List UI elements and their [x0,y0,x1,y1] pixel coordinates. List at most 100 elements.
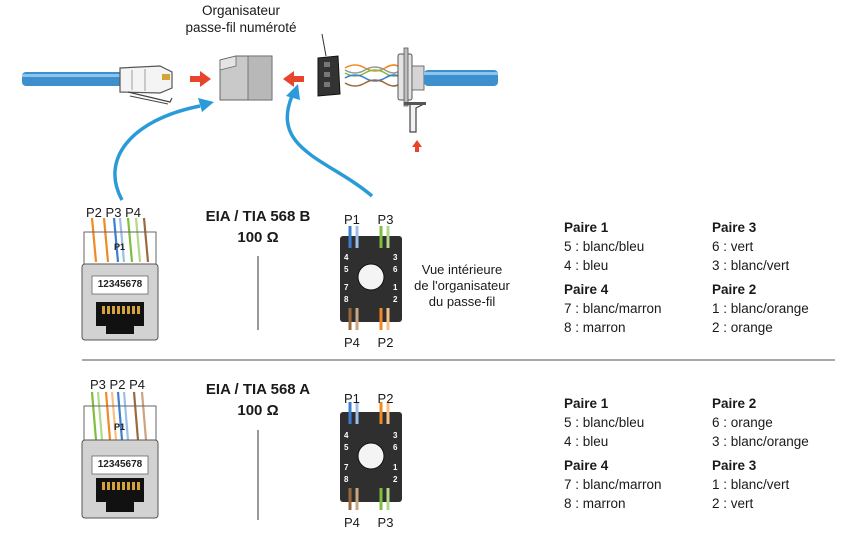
pair-b-2: Paire 3 6 : vert 3 : blanc/vert [712,218,789,275]
pair-a-3-line-2: 8 : marron [564,496,626,511]
view-caption-line-1: Vue intérieure [421,262,503,277]
organizer-b-top-labels: P1 P3 [344,211,393,228]
pair-b-1: Paire 1 5 : blanc/bleu 4 : bleu [564,218,644,275]
organizer-label: Organisateur passe-fil numéroté [176,2,306,36]
keystone-jack [219,55,273,101]
svg-text:3: 3 [393,253,398,262]
right-cable [424,70,498,86]
pair-b-4-line-2: 2 : orange [712,320,773,335]
pair-b-1-line-2: 4 : bleu [564,258,609,273]
pair-a-3-title: Paire 4 [564,458,609,473]
svg-text:8: 8 [344,475,349,484]
pair-b-3-line-1: 7 : blanc/marron [564,301,662,316]
jack-b-pair-labels: P2 P3 P4 [86,204,141,221]
svg-text:4: 4 [344,253,349,262]
organizer-a-bottom-labels: P4 P3 [344,514,393,531]
pair-a-4-title: Paire 3 [712,458,757,473]
jack-b-number-strip: 12345678 [97,279,143,290]
jack-b-illustration [81,217,159,341]
pair-a-1: Paire 1 5 : blanc/bleu 4 : bleu [564,394,644,451]
pair-b-3-title: Paire 4 [564,282,609,297]
standard-b-title: EIA / TIA 568 B [205,208,311,225]
svg-text:7: 7 [344,463,349,472]
pair-b-4: Paire 2 1 : blanc/orange 2 : orange [712,280,809,337]
organizer-a-top-label-2: P2 [377,391,394,406]
jack-b-pair-label-2: P3 [105,205,122,220]
svg-text:3: 3 [393,431,398,440]
svg-text:6: 6 [393,443,398,452]
impedance-a: 100 Ω [237,402,279,419]
svg-text:2: 2 [393,475,398,484]
svg-text:4: 4 [344,431,349,440]
pair-a-4: Paire 3 1 : blanc/vert 2 : vert [712,456,789,513]
arrow-right-icon [190,71,211,87]
svg-text:7: 7 [344,283,349,292]
organizer-b-bottom-label-1: P4 [344,335,360,350]
svg-text:6: 6 [393,265,398,274]
organizer-b-bottom-label-2: P2 [377,335,394,350]
pair-a-4-line-2: 2 : vert [712,496,754,511]
pair-b-3: Paire 4 7 : blanc/marron 8 : marron [564,280,662,337]
pair-b-3-line-2: 8 : marron [564,320,626,335]
view-caption-line-3: du passe-fil [428,294,496,309]
twisted-wires [344,64,401,87]
pair-a-3: Paire 4 7 : blanc/marron 8 : marron [564,456,662,513]
rj45-plug [119,65,173,105]
curve-arrow-jack [113,98,214,201]
jack-a-pair-label-2: P2 [109,377,126,392]
jack-b-pair-label-3: P4 [125,205,141,220]
pair-b-2-title: Paire 3 [712,220,757,235]
arrow-up-icon [412,140,422,152]
svg-text:5: 5 [344,265,349,274]
pair-b-2-line-2: 3 : blanc/vert [712,258,790,273]
arrow-left-icon [283,71,304,87]
pair-a-3-line-1: 7 : blanc/marron [564,477,662,492]
organizer-a-bottom-label-2: P3 [377,515,394,530]
pair-b-1-line-1: 5 : blanc/bleu [564,239,645,254]
cable-gland [397,47,425,107]
jack-a-pair-label-3: P4 [129,377,145,392]
pair-a-1-title: Paire 1 [564,396,609,411]
jack-b-p1-label: P1 [114,242,126,252]
jack-a-pair-label-1: P3 [90,377,106,392]
organizer-label-line-2: passe-fil numéroté [185,20,297,35]
pair-b-1-title: Paire 1 [564,220,609,235]
pair-a-4-line-1: 1 : blanc/vert [712,477,790,492]
organizer-part [317,33,341,97]
organizer-b-bottom-labels: P4 P2 [344,334,393,351]
curve-arrow-organizer [285,84,374,198]
impedance-b: 100 Ω [237,229,279,246]
svg-text:1: 1 [393,283,398,292]
organizer-a-bottom-label-1: P4 [344,515,360,530]
locking-clip [404,102,426,133]
left-cable [22,72,130,86]
jack-a-pair-labels: P3 P2 P4 [90,376,145,393]
pair-a-2-title: Paire 2 [712,396,757,411]
organizer-a-top-labels: P1 P2 [344,390,393,407]
pair-b-4-line-1: 1 : blanc/orange [712,301,809,316]
organizer-b-top-label-2: P3 [377,212,394,227]
pair-a-1-line-2: 4 : bleu [564,434,609,449]
organizer-label-line-1: Organisateur [201,3,281,18]
standard-a-title: EIA / TIA 568 A [205,381,311,398]
svg-text:5: 5 [344,443,349,452]
jack-a-p1-label: P1 [114,422,126,432]
pair-a-2-line-2: 3 : blanc/orange [712,434,809,449]
jack-b-pair-label-1: P2 [86,205,102,220]
pair-a-2-line-1: 6 : orange [712,415,773,430]
organizer-a-illustration: 4 5 3 6 7 8 1 2 [340,402,402,510]
jack-a-number-strip: 12345678 [97,459,143,470]
organizer-view-caption: Vue intérieure de l'organisateur du pass… [412,262,512,310]
svg-text:1: 1 [393,463,398,472]
pair-a-1-line-1: 5 : blanc/bleu [564,415,645,430]
svg-text:2: 2 [393,295,398,304]
svg-text:8: 8 [344,295,349,304]
pair-a-2: Paire 2 6 : orange 3 : blanc/orange [712,394,809,451]
organizer-b-top-label-1: P1 [344,212,360,227]
organizer-a-top-label-1: P1 [344,391,360,406]
jack-a-illustration [81,391,159,519]
view-caption-line-2: de l'organisateur [414,278,510,293]
organizer-b-illustration: 4 5 3 6 7 8 1 2 [340,226,402,330]
pair-b-4-title: Paire 2 [712,282,757,297]
